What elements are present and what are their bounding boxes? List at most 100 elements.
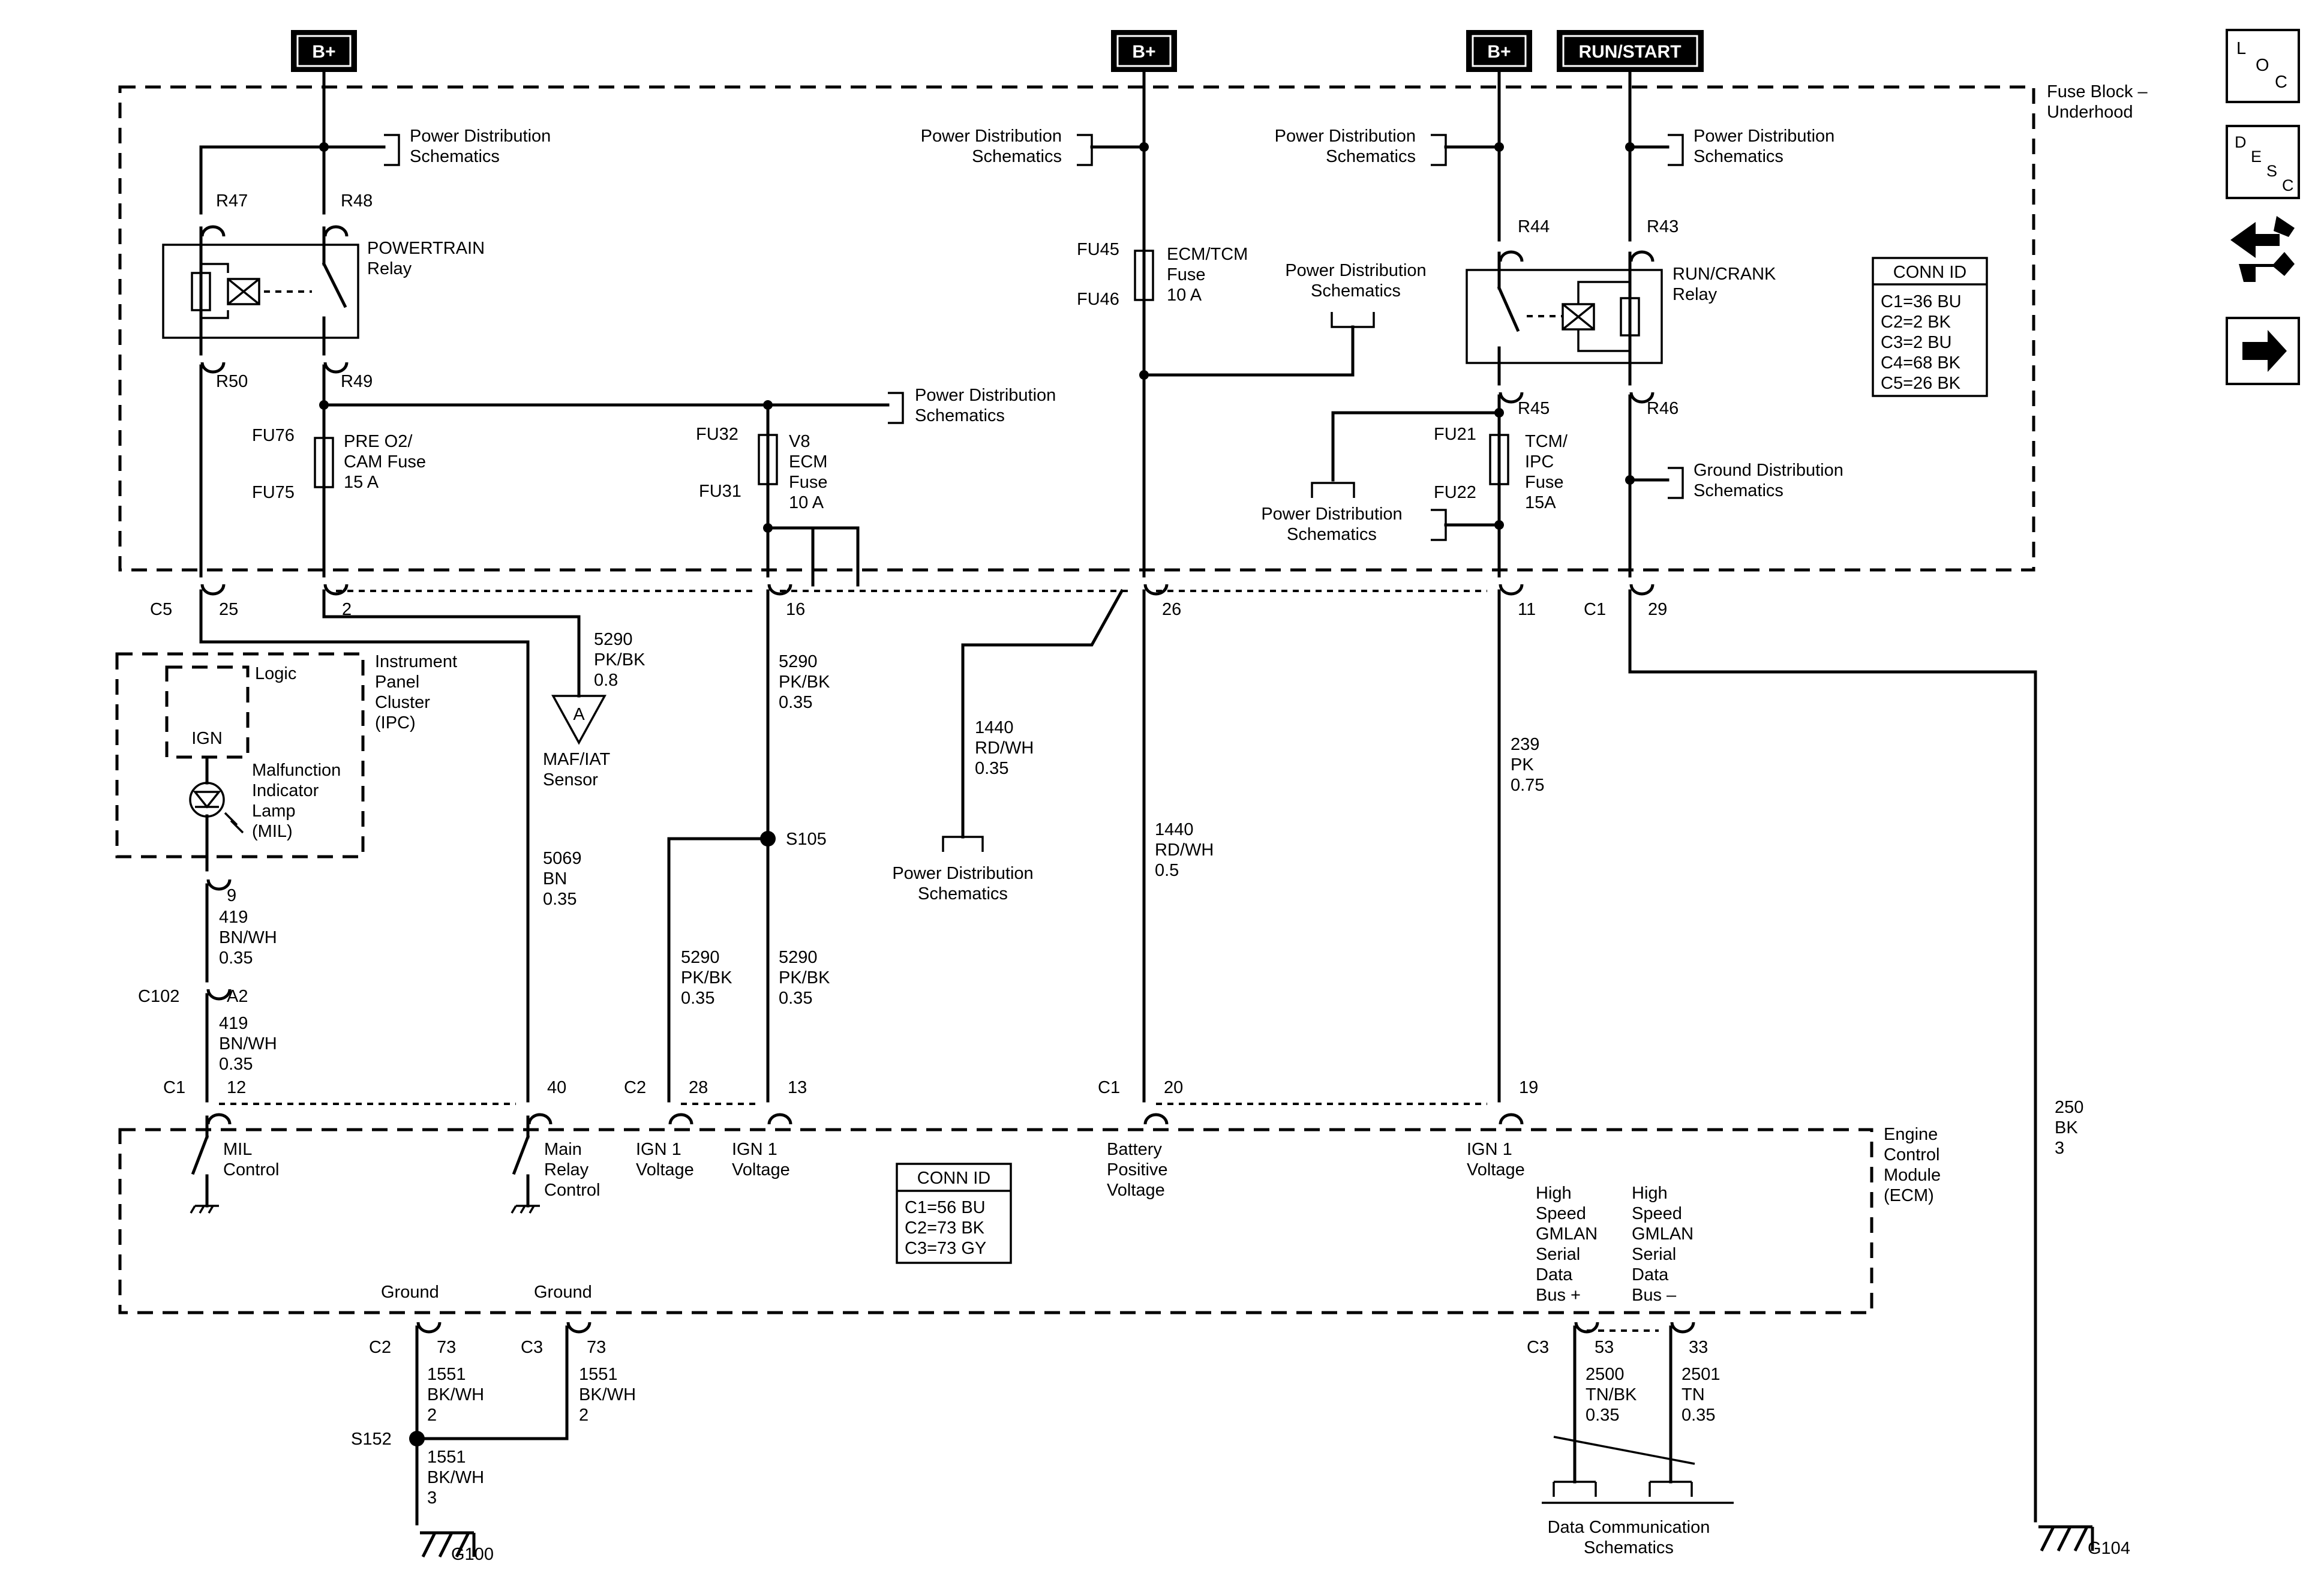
pin-label: 12 <box>227 1078 246 1097</box>
fuse-label: Fuse <box>1525 473 1563 492</box>
pin-label: 26 <box>1162 600 1181 619</box>
conn-id-title: CONN ID <box>1893 263 1966 282</box>
fuse-terminal: FU32 <box>696 425 738 444</box>
pds-label: Power Distribution <box>921 127 1062 146</box>
mil-label: Indicator <box>252 781 319 800</box>
wire-label: RD/WH <box>975 739 1034 758</box>
pds-label: Power Distribution <box>892 864 1033 883</box>
gmlan-plus-label: GMLAN <box>1536 1224 1598 1244</box>
wire-5069 <box>199 589 530 1103</box>
gmlan-minus-label: GMLAN <box>1632 1224 1694 1244</box>
wire-label: PK/BK <box>594 650 645 670</box>
pds-label: Schematics <box>1694 147 1783 166</box>
fuse-label: IPC <box>1525 452 1554 472</box>
fuse-label: Fuse <box>1167 265 1205 284</box>
wire-label: 0.35 <box>779 989 812 1008</box>
mil-label: Malfunction <box>252 761 341 780</box>
pin-label: 73 <box>437 1338 456 1357</box>
data-comm-label: Schematics <box>1584 1538 1674 1557</box>
powertrain-relay-circuit: Power Distribution Schematics R47 R48 R5… <box>162 70 551 391</box>
wire-label: BK/WH <box>579 1385 636 1404</box>
fuse-tcm-ipc: FU21 FU22 TCM/ IPC Fuse 15A Power Distri… <box>1261 394 1568 578</box>
maf-label: MAF/IAT <box>543 750 611 769</box>
pds-label: Power Distribution <box>1275 127 1416 146</box>
maf-label: Sensor <box>543 770 598 789</box>
bplus-label: B+ <box>312 42 335 62</box>
connector-label: C2 <box>624 1078 646 1097</box>
conn-id-row: C3=73 GY <box>905 1239 986 1258</box>
wire-label: BK/WH <box>427 1468 484 1487</box>
ecm-pin-label: Voltage <box>636 1160 694 1179</box>
wire-label: 0.35 <box>219 948 253 968</box>
pin-label: A2 <box>227 987 248 1006</box>
conn-id-row: C5=26 BK <box>1881 374 1961 393</box>
terminal-r43: R43 <box>1647 217 1679 236</box>
wire-label: BN/WH <box>219 928 277 947</box>
nav-desc-letter: E <box>2251 148 2262 166</box>
connector-label: C3 <box>521 1338 543 1357</box>
nav-tools-icon[interactable] <box>2227 213 2299 285</box>
wire-label: 0.35 <box>975 759 1008 778</box>
pds-label: Schematics <box>972 147 1062 166</box>
pin-label: 28 <box>689 1078 708 1097</box>
mil-label: Lamp <box>252 801 296 821</box>
ecm-ground-label: Ground <box>381 1283 439 1302</box>
pin-label: 40 <box>547 1078 566 1097</box>
gmlan-plus-label: High <box>1536 1184 1572 1203</box>
nav-next-arrow-button[interactable] <box>2226 317 2300 385</box>
pin-label: 33 <box>1689 1338 1708 1357</box>
fuse-label: ECM/TCM <box>1167 245 1248 264</box>
fuse-terminal: FU45 <box>1077 240 1119 259</box>
wire-label: TN/BK <box>1586 1385 1637 1404</box>
ecm-pin-label: MIL <box>223 1140 252 1159</box>
fuse-terminal: FU76 <box>252 426 295 445</box>
gmlan-minus-label: Serial <box>1632 1245 1676 1264</box>
ecm-title: Control <box>1884 1145 1940 1164</box>
wire-label: 1551 <box>427 1365 466 1384</box>
pin-label: 25 <box>219 600 238 619</box>
fuse-label: PRE O2/ <box>344 432 413 451</box>
arrow-right-icon <box>2242 330 2287 372</box>
gmlan-plus-label: Bus + <box>1536 1286 1581 1305</box>
wire-label: 1551 <box>579 1365 618 1384</box>
connector-label: C2 <box>369 1338 391 1357</box>
nav-desc-letter: S <box>2266 162 2277 180</box>
wire-label: 5290 <box>779 652 818 671</box>
wire-label: 419 <box>219 908 248 927</box>
ipc-title: Instrument <box>375 652 457 671</box>
ecm-pin-label: Control <box>223 1160 280 1179</box>
run-crank-relay-circuit: Power Distribution Schematics Power Dist… <box>1275 70 1834 418</box>
fuse-label: TCM/ <box>1525 432 1568 451</box>
ecm-pin-label: Positive <box>1107 1160 1168 1179</box>
nav-loc-button[interactable]: L O C <box>2226 29 2300 103</box>
ecm-pin-label: Control <box>544 1181 600 1200</box>
wire-label: 2 <box>579 1406 588 1425</box>
fuse-label: 10 A <box>789 493 824 512</box>
wire-label: 1440 <box>975 718 1014 737</box>
wire-label: 5290 <box>681 948 720 967</box>
ecm-ground-circuit: C2 73 C3 73 S152 1551 BK/WH 2 1551 BK/WH… <box>351 1322 636 1564</box>
fuse-label: Fuse <box>789 473 827 492</box>
terminal-r46: R46 <box>1647 399 1679 418</box>
wire-label: 5290 <box>594 630 633 649</box>
wire-label: 0.75 <box>1511 776 1544 795</box>
ipc-logic-label: Logic <box>255 664 296 683</box>
pds-label: Schematics <box>1326 147 1416 166</box>
fuse-block-outline <box>118 85 2035 572</box>
fuse-block-title-2: Underhood <box>2047 103 2133 122</box>
wire-label: 0.35 <box>1586 1406 1619 1425</box>
nav-desc-button[interactable]: D E S C <box>2226 125 2300 199</box>
gmlan-plus-label: Serial <box>1536 1245 1580 1264</box>
wire-label: 2 <box>427 1406 437 1425</box>
ecm-pin-label: IGN 1 <box>1467 1140 1512 1159</box>
wire-label: 5069 <box>543 849 582 868</box>
pin-label: 2 <box>342 600 352 619</box>
mil-lamp-icon <box>189 782 225 818</box>
wire-label: 1440 <box>1155 820 1194 839</box>
wire-label: 0.35 <box>779 693 812 712</box>
power-source-bplus-1: B+ <box>291 30 357 72</box>
conn-id-row: C2=2 BK <box>1881 313 1951 332</box>
power-source-bplus-3: B+ <box>1466 30 1532 72</box>
wire-label: 419 <box>219 1014 248 1033</box>
connector-label: C102 <box>138 987 179 1006</box>
